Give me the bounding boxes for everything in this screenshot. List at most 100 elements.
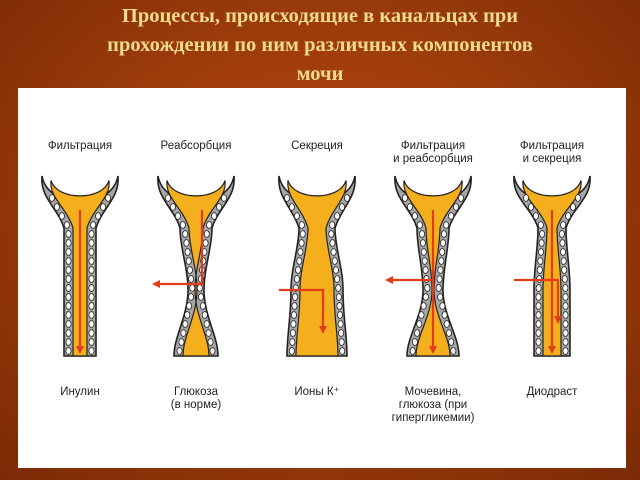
cell <box>88 284 95 292</box>
flow-arrow <box>514 278 562 324</box>
cell <box>289 329 296 337</box>
substance-label-line: глюкоза (при <box>398 399 468 411</box>
cell <box>203 320 210 328</box>
cell <box>422 293 429 301</box>
cell <box>88 329 95 337</box>
cell <box>65 248 72 256</box>
cell <box>535 284 542 292</box>
cell <box>216 203 223 211</box>
cell <box>65 239 72 247</box>
cell <box>535 302 542 310</box>
cell <box>290 320 297 328</box>
cell <box>186 266 193 274</box>
cell <box>435 284 442 292</box>
cell <box>537 248 544 256</box>
cell <box>53 203 60 211</box>
cell <box>448 338 455 346</box>
cell <box>527 203 534 211</box>
cell <box>443 320 450 328</box>
cell <box>560 248 567 256</box>
cell <box>401 194 408 202</box>
epithelial-cells <box>283 194 350 355</box>
cell <box>420 302 427 310</box>
cell <box>438 257 445 265</box>
cell <box>65 275 72 283</box>
cell <box>441 311 448 319</box>
cell <box>169 203 176 211</box>
substance-label-line: Ионы К⁺ <box>294 386 340 398</box>
cell <box>416 320 423 328</box>
substance-label-line: Мочевина, <box>404 386 462 398</box>
substance-label-filtration-secretion: Диодраст <box>527 386 578 399</box>
cell <box>295 266 302 274</box>
cell <box>411 212 418 220</box>
cell <box>298 221 305 229</box>
cell <box>535 338 542 346</box>
cell <box>535 311 542 319</box>
cell <box>457 194 464 202</box>
substance-label-line: Инулин <box>60 386 100 398</box>
cell <box>539 230 546 238</box>
cell <box>448 212 455 220</box>
tubule-lumen <box>287 180 347 357</box>
process-label-reabsorption: Реабсорбция <box>161 140 232 153</box>
cell <box>288 203 295 211</box>
cell <box>88 275 95 283</box>
cell <box>179 221 186 229</box>
cell <box>65 293 72 301</box>
cell <box>334 212 341 220</box>
cell <box>334 275 341 283</box>
cell <box>419 230 426 238</box>
cell <box>424 284 431 292</box>
cell <box>335 293 342 301</box>
cell <box>220 194 227 202</box>
cell <box>178 338 185 346</box>
process-label-line: и реабсорбция <box>393 153 473 165</box>
cell <box>197 293 204 301</box>
cell <box>443 221 450 229</box>
cell <box>558 230 565 238</box>
cell <box>65 311 72 319</box>
cell <box>421 257 428 265</box>
process-label-line: Фильтрация <box>519 140 585 152</box>
cell <box>105 194 112 202</box>
cell <box>288 347 295 355</box>
cell <box>409 347 416 355</box>
cell <box>65 302 72 310</box>
cell <box>331 257 338 265</box>
cell <box>411 338 418 346</box>
tubule-filtration <box>41 175 119 357</box>
cell <box>211 212 218 220</box>
cell <box>336 302 343 310</box>
cell <box>418 311 425 319</box>
cell <box>537 221 544 229</box>
cell <box>406 203 413 211</box>
cell <box>292 293 299 301</box>
cell <box>65 284 72 292</box>
cell <box>63 221 70 229</box>
cell <box>560 257 567 265</box>
cell <box>88 293 95 301</box>
cell <box>575 194 582 202</box>
epithelial-cells <box>164 194 227 355</box>
cell <box>65 320 72 328</box>
cell <box>188 275 195 283</box>
cell <box>100 203 107 211</box>
cell <box>537 257 544 265</box>
cell <box>182 230 189 238</box>
cell <box>88 302 95 310</box>
cell <box>95 212 102 220</box>
substance-label-reabsorption: Глюкоза(в норме) <box>171 386 221 412</box>
cell <box>90 221 97 229</box>
cell <box>206 221 213 229</box>
cell <box>330 248 337 256</box>
tubule-filtration-reabsorption <box>385 175 472 357</box>
cell <box>338 329 345 337</box>
cell <box>184 248 191 256</box>
cell <box>420 248 427 256</box>
cell <box>88 230 95 238</box>
cell <box>201 311 208 319</box>
cell <box>328 230 335 238</box>
cell <box>562 320 569 328</box>
